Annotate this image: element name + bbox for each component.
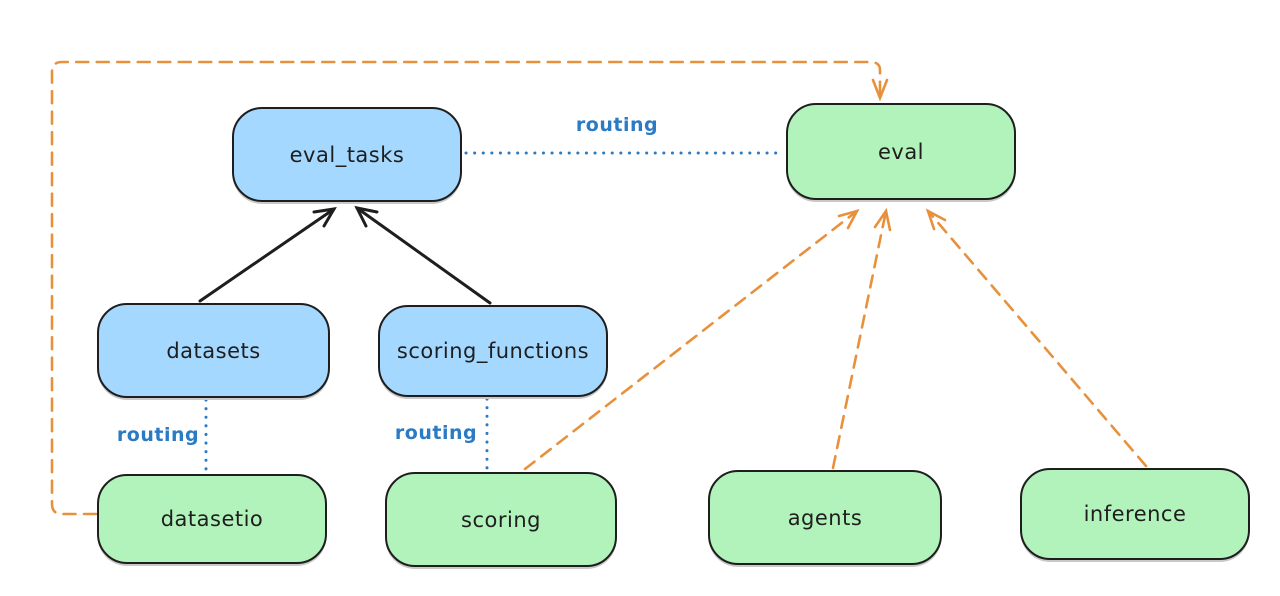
node-scoring: scoring <box>385 472 617 567</box>
node-scoring-functions: scoring_functions <box>378 305 608 397</box>
edge-datasetio-to-eval <box>50 60 882 516</box>
node-agents-label: agents <box>787 505 863 530</box>
node-datasetio-label: datasetio <box>160 507 264 531</box>
node-scoring-label: scoring <box>461 507 541 532</box>
node-inference-label: inference <box>1083 502 1187 526</box>
node-datasetio: datasetio <box>97 474 327 564</box>
edge-label-routing-datasets-datasetio: routing <box>116 424 200 446</box>
edge-label-routing-eval-tasks-eval: routing <box>575 114 659 136</box>
arrowhead-scoring-to-eval <box>837 208 860 230</box>
edge-agents-to-eval <box>831 209 888 470</box>
node-eval-tasks: eval_tasks <box>232 107 462 202</box>
edge-scoring-to-eval <box>523 209 859 471</box>
node-datasets-label: datasets <box>166 338 261 363</box>
edge-inference-to-eval <box>926 209 1148 468</box>
arrowhead-inference-to-eval <box>925 208 947 231</box>
node-datasets: datasets <box>97 303 330 398</box>
edge-scoring-functions-to-eval-tasks <box>355 206 492 305</box>
arrowhead-agents-to-eval <box>873 207 892 232</box>
arrowhead-scoring-functions-to-eval-tasks <box>354 205 379 228</box>
arrowhead-datasets-to-eval-tasks <box>312 207 337 228</box>
node-eval-label: eval <box>877 139 925 164</box>
edge-datasets-to-eval-tasks <box>198 207 336 303</box>
node-agents: agents <box>708 470 942 565</box>
node-eval: eval <box>786 103 1016 200</box>
node-eval-tasks-label: eval_tasks <box>289 142 405 167</box>
edge-label-routing-scoring-functions-scoring: routing <box>394 422 478 444</box>
node-scoring-functions-label: scoring_functions <box>396 339 590 363</box>
node-inference: inference <box>1020 468 1250 560</box>
arrowhead-datasetio-to-eval <box>871 78 889 102</box>
